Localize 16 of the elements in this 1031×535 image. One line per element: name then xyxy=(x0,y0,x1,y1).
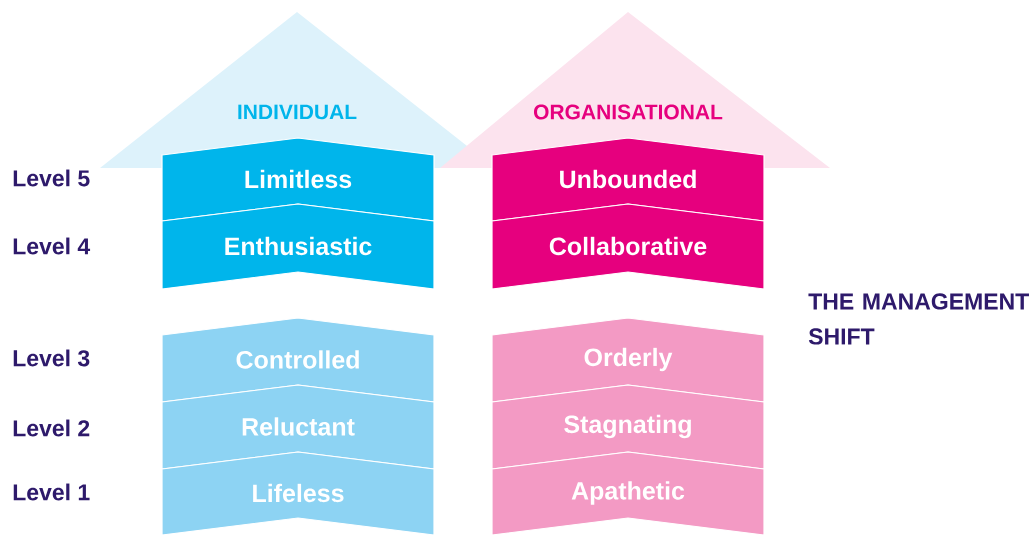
level-label: Level 1 xyxy=(13,483,90,501)
chevron-band: Controlled xyxy=(161,317,435,403)
chevron-band: Reluctant xyxy=(161,384,435,470)
chevron-band: Stagnating xyxy=(491,384,765,470)
level-label: Level 4 xyxy=(13,237,91,255)
chevron-band: Enthusiastic xyxy=(161,203,435,290)
chevron-band: Lifeless xyxy=(161,451,435,535)
level-label: Level 3 xyxy=(13,349,90,367)
chevron-band: Limitless xyxy=(161,137,435,222)
chevron-band: Collaborative xyxy=(491,203,765,290)
chevron-band: Apathetic xyxy=(491,451,765,535)
level-label: Level 2 xyxy=(13,419,90,437)
level-label: Level 5 xyxy=(13,169,90,187)
chevron-band: Unbounded xyxy=(491,137,765,222)
heading-text: THE MANAGEMENT SHIFT xyxy=(808,293,1029,345)
chevron-band: Orderly xyxy=(491,317,765,403)
